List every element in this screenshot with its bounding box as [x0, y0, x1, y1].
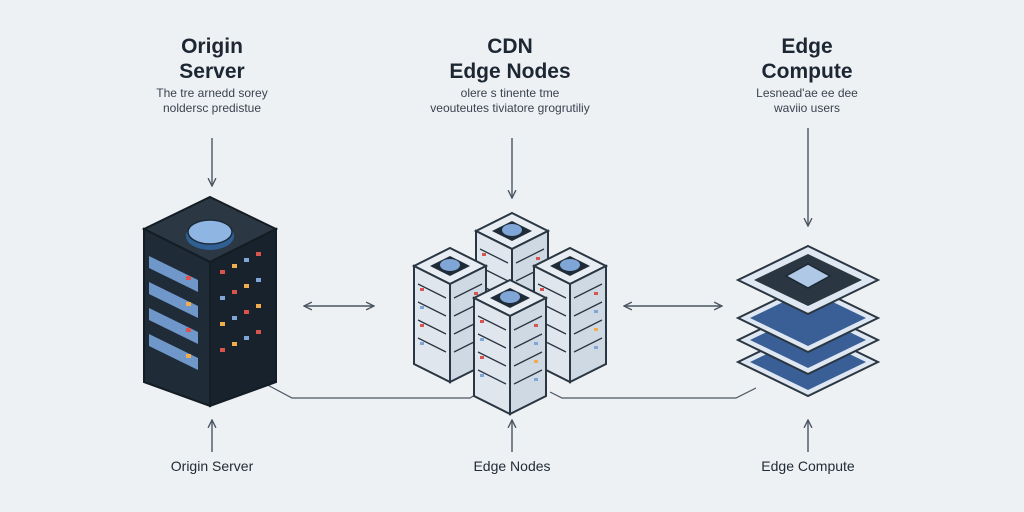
server-rack-icon: [141, 195, 279, 408]
origin-title-line1: Origin: [181, 35, 243, 58]
origin-title-line2: Server: [179, 60, 245, 83]
layered-chip-icon: [735, 244, 881, 398]
edge-desc-line1: Lesnead'ae ee dee: [756, 86, 858, 100]
cdn-title: CDN Edge Nodes: [390, 34, 630, 84]
cdn-title-line1: CDN: [487, 35, 533, 58]
edge-title-line2: Compute: [761, 60, 853, 83]
cdn-caption: Edge Nodes: [473, 458, 551, 474]
cdn-desc-line2: veouteutes tiviatore grogrutiliy: [430, 101, 590, 115]
cdn-title-line2: Edge Nodes: [449, 60, 571, 83]
edge-description: Lesnead'ae ee dee waviio users: [677, 86, 937, 116]
edge-caption: Edge Compute: [761, 458, 855, 474]
cdn-desc-line1: olere s tinente tme: [460, 86, 560, 100]
origin-title: Origin Server: [92, 34, 332, 84]
origin-desc-line1: The tre arnedd sorey: [156, 86, 268, 100]
server-cluster-icon: [413, 212, 607, 415]
origin-caption: Origin Server: [170, 458, 254, 474]
origin-desc-line2: noldersc predistue: [162, 101, 262, 115]
cdn-edge-connector: [549, 387, 757, 399]
edge-title-line1: Edge: [781, 35, 833, 58]
cdn-description: olere s tinente tme veouteutes tiviatore…: [380, 86, 640, 116]
origin-cdn-connector: [261, 381, 481, 399]
edge-title: Edge Compute: [687, 34, 927, 84]
origin-description: The tre arnedd sorey noldersc predistue: [82, 86, 342, 116]
edge-desc-line2: waviio users: [773, 101, 841, 115]
